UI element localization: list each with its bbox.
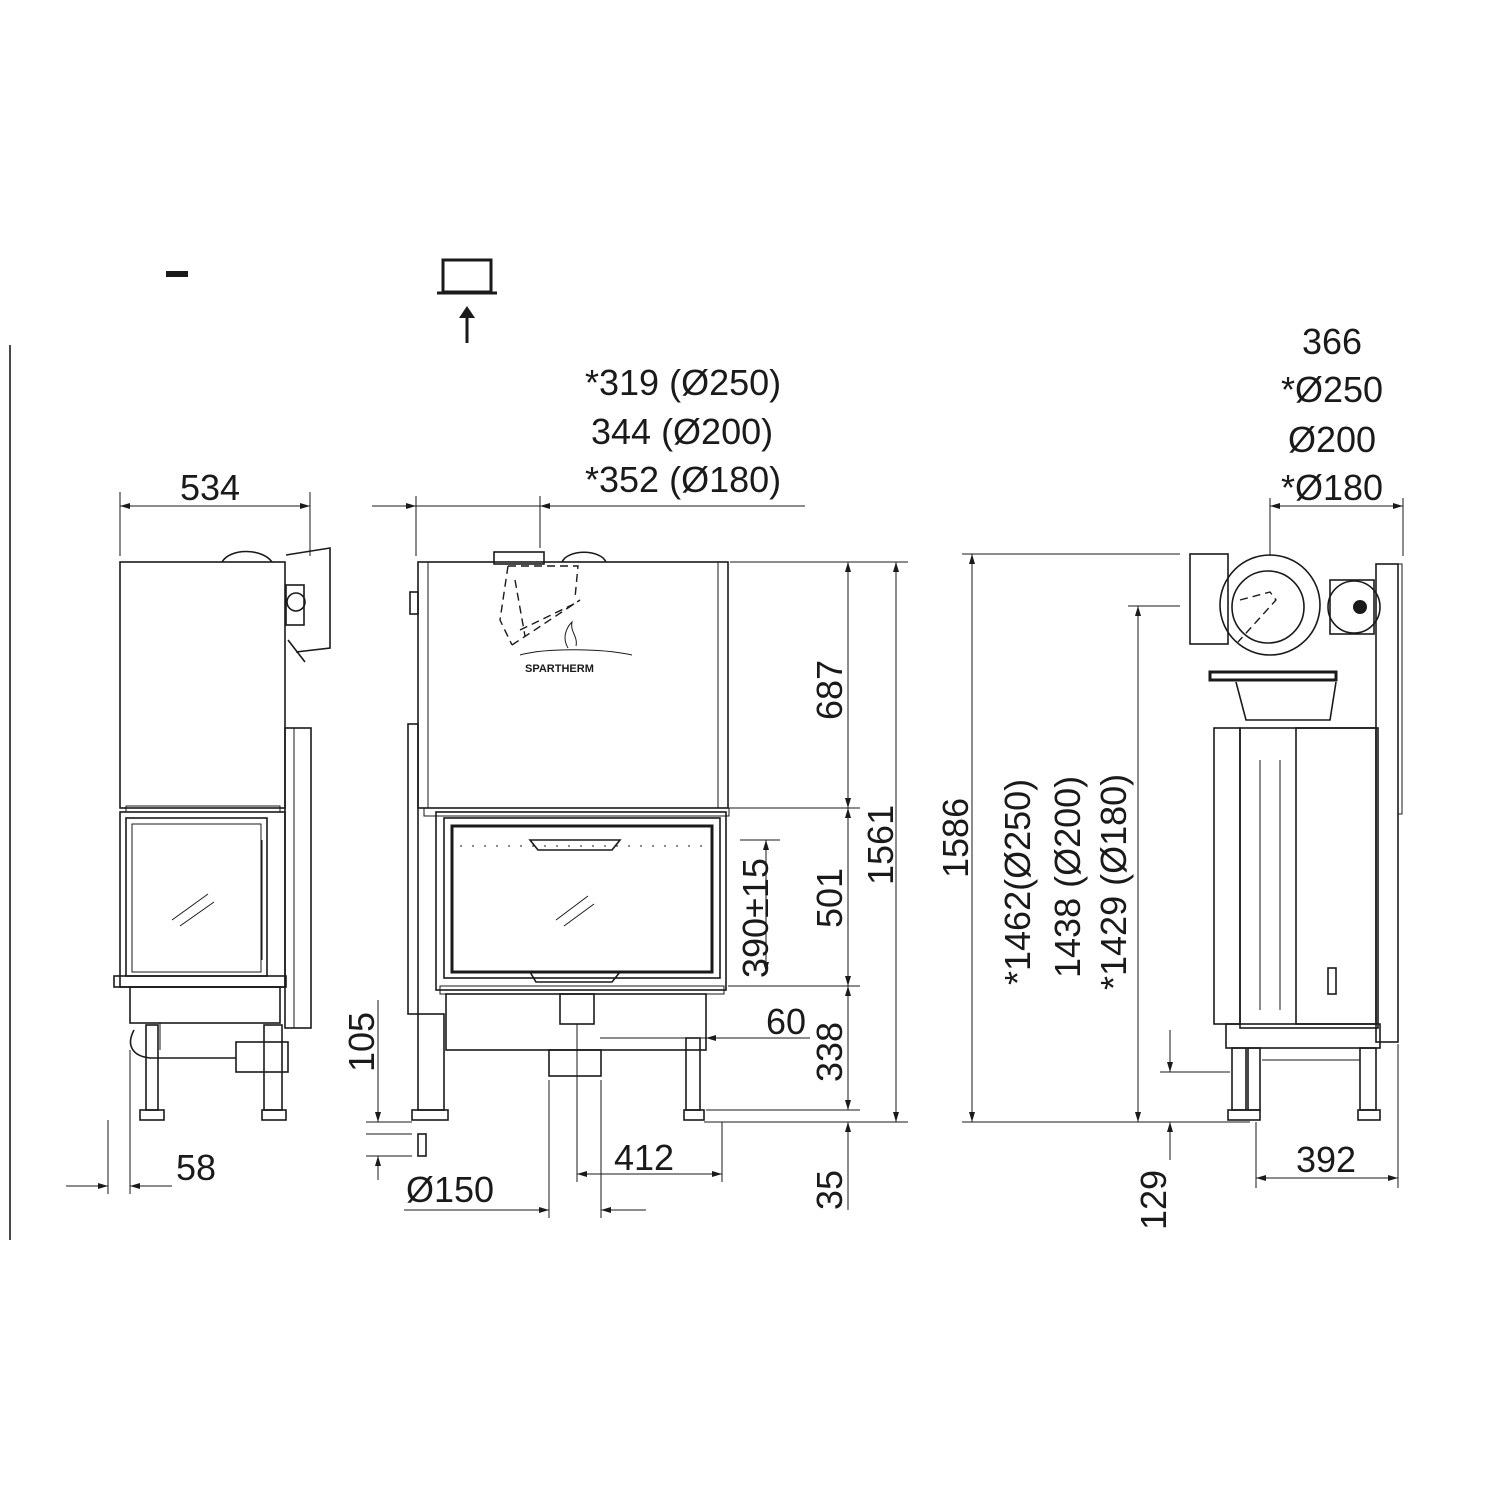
- dim-glass-height: 390±15: [735, 858, 776, 978]
- dim-door-height: 501: [809, 868, 850, 928]
- dim-side-top-250: *Ø250: [1281, 369, 1383, 410]
- dim-air-inlet: Ø150: [406, 1169, 494, 1210]
- dim-inlet-offset: 412: [614, 1137, 674, 1178]
- dim-flue-height-200: 1438 (Ø200): [1047, 776, 1088, 978]
- brand-name: SPARTHERM: [525, 663, 594, 675]
- dim-base-height: 338: [809, 1022, 850, 1082]
- arrow-up-icon: [459, 306, 475, 343]
- dimension-lines: [66, 492, 1404, 1218]
- dim-side-top-200: Ø200: [1288, 419, 1376, 460]
- dim-depth-392: 392: [1296, 1139, 1356, 1180]
- dim-flue-offset-200: 344 (Ø200): [591, 411, 773, 452]
- dim-leg-105: 105: [341, 1012, 382, 1072]
- dim-offset-60: 60: [766, 1001, 806, 1042]
- dim-hood-height: 687: [809, 660, 850, 720]
- left-view: [113, 547, 331, 1121]
- dim-flue-offset-250: *319 (Ø250): [585, 362, 781, 403]
- dim-flue-height-180: *1429 (Ø180): [1093, 774, 1134, 990]
- dim-side-top-180: *Ø180: [1281, 467, 1383, 508]
- dim-total-height-1561: 1561: [860, 805, 901, 885]
- dim-side-58: 58: [176, 1147, 216, 1188]
- dim-front-width: 534: [180, 467, 240, 508]
- dim-base-129: 129: [1133, 1170, 1174, 1230]
- dim-total-height-1586: 1586: [935, 798, 976, 878]
- dim-flue-height-250: *1462(Ø250): [997, 779, 1038, 985]
- right-view: [1189, 553, 1403, 1121]
- center-view: SPARTHERM: [407, 551, 730, 1157]
- monitor-icon: [437, 258, 497, 295]
- brand-logo: SPARTHERM: [519, 620, 633, 675]
- dimension-labels: 534 *319 (Ø250) 344 (Ø200) *352 (Ø180) 3…: [176, 321, 1383, 1230]
- dim-side-top-366: 366: [1302, 321, 1362, 362]
- dim-flue-offset-180: *352 (Ø180): [585, 459, 781, 500]
- minus-icon: [166, 271, 188, 277]
- dim-foot-35: 35: [809, 1170, 850, 1210]
